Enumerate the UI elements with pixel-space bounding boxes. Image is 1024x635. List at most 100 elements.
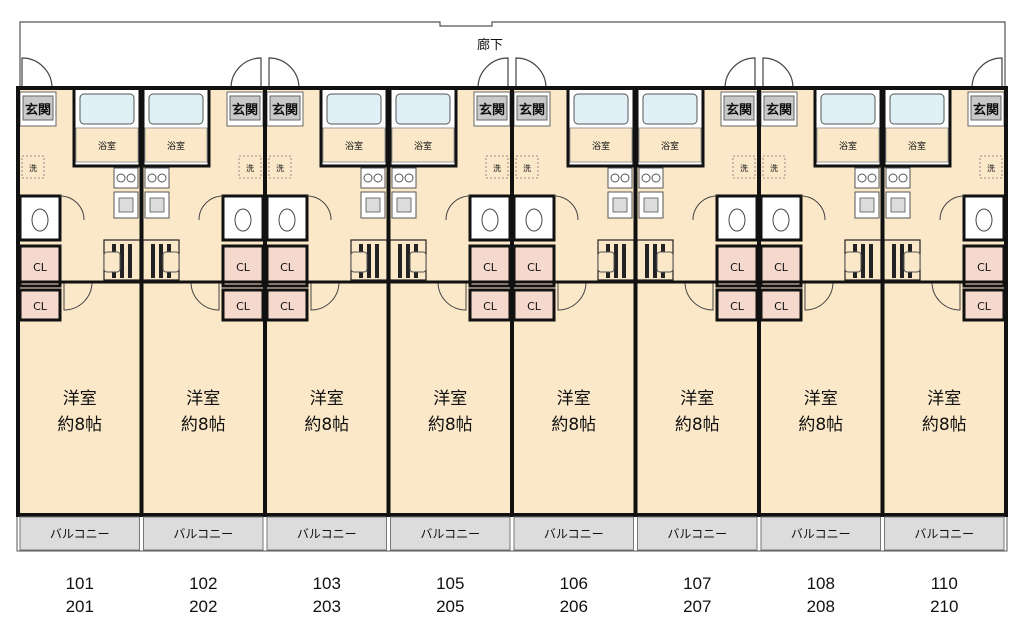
balcony (513, 516, 634, 551)
balcony-label: バルコニー (544, 527, 604, 541)
room-size-label: 約8帖 (551, 415, 596, 435)
bathtub (889, 93, 945, 125)
burner-icon (147, 173, 157, 183)
bath-floor (638, 127, 702, 163)
burner-icon (157, 173, 167, 183)
laundry-space (515, 155, 539, 179)
laundry-space (485, 155, 509, 179)
stove (638, 167, 664, 189)
unit-number-first-floor: 107 (683, 574, 712, 593)
room-door (437, 281, 467, 311)
closet-label: CL (527, 261, 542, 274)
laundry-space (268, 155, 292, 179)
closet-upper (221, 244, 265, 288)
closet-label: CL (730, 300, 745, 313)
corridor-label: 廊下 (477, 37, 503, 53)
sink (885, 191, 911, 219)
bath-label: 浴室 (98, 140, 116, 152)
room-label: 洋室 (557, 389, 591, 409)
entrance-step (476, 95, 508, 121)
toilet-icon (525, 208, 543, 232)
entrance-label: 玄関 (272, 102, 298, 118)
entrance-step (269, 95, 301, 121)
laundry-label: 洗 (987, 163, 995, 173)
bathtub (820, 93, 876, 125)
room-size-label: 約8帖 (428, 415, 473, 435)
unit-number-first-floor: 106 (559, 574, 588, 593)
burner-icon (641, 173, 651, 183)
bathtub (326, 93, 382, 125)
bath-label: 浴室 (167, 140, 185, 152)
stove (854, 167, 880, 189)
stair-tread (900, 244, 904, 278)
balcony (143, 516, 264, 551)
laundry-label: 洗 (493, 163, 501, 173)
stair-tread (375, 244, 379, 278)
unit-wall (880, 86, 1008, 517)
bath-label: 浴室 (345, 140, 363, 152)
room-door (63, 281, 93, 311)
entrance-door (477, 57, 509, 89)
burner-icon (126, 173, 136, 183)
closet-lower (221, 288, 265, 322)
units-layer: 玄関浴室洗CLCL洋室約8帖バルコニー玄関浴室洗CLCL洋室約8帖バルコニー玄関… (16, 57, 1008, 551)
laundry-space (732, 155, 756, 179)
bath-label: 浴室 (908, 140, 926, 152)
toilet-icon (31, 208, 49, 232)
unit-number-first-floor: 110 (930, 574, 958, 593)
closet-label: CL (236, 261, 251, 274)
laundry-space (762, 155, 786, 179)
room-door (557, 281, 587, 311)
stair-tread (892, 244, 896, 278)
entrance-door (762, 57, 794, 89)
stove (391, 167, 417, 189)
stair-tread (614, 244, 618, 278)
burner-icon (610, 173, 620, 183)
unit-number-second-floor: 208 (806, 597, 835, 616)
laundry-label: 洗 (29, 163, 37, 173)
unit-number-second-floor: 205 (436, 597, 465, 616)
stair-tread (622, 244, 626, 278)
entrance-door (515, 57, 547, 89)
room-size-label: 約8帖 (304, 415, 349, 435)
closet-label: CL (33, 261, 48, 274)
stair-tread (406, 244, 410, 278)
closet-upper (265, 244, 309, 288)
sink-basin (396, 197, 412, 213)
fridge-icon (903, 251, 921, 273)
burner-icon (116, 173, 126, 183)
fridge-icon (656, 251, 674, 273)
unit-number-second-floor: 201 (65, 597, 94, 616)
toilet-door (800, 195, 826, 221)
room-label: 洋室 (63, 389, 97, 409)
stair-tread (645, 244, 649, 278)
entrance-label: 玄関 (232, 102, 258, 118)
laundry-label: 洗 (770, 163, 778, 173)
closet-label: CL (280, 261, 295, 274)
closet-lower (962, 288, 1006, 322)
stove (113, 167, 139, 189)
room-door (310, 281, 340, 311)
bathtub (395, 93, 451, 125)
toilet-room (221, 194, 265, 242)
burner-icon (363, 173, 373, 183)
unit-number-second-floor: 202 (189, 597, 218, 616)
fridge-icon (844, 251, 862, 273)
entrance-door (971, 57, 1003, 89)
sink-basin (890, 197, 906, 213)
balcony (760, 516, 881, 551)
room-door (684, 281, 714, 311)
stair-tread (128, 244, 132, 278)
burner-icon (857, 173, 867, 183)
stair-tread (367, 244, 371, 278)
bath-label: 浴室 (414, 140, 432, 152)
balcony-label: バルコニー (297, 527, 357, 541)
unit-number-second-floor: 207 (683, 597, 712, 616)
closet-lower (715, 288, 759, 322)
